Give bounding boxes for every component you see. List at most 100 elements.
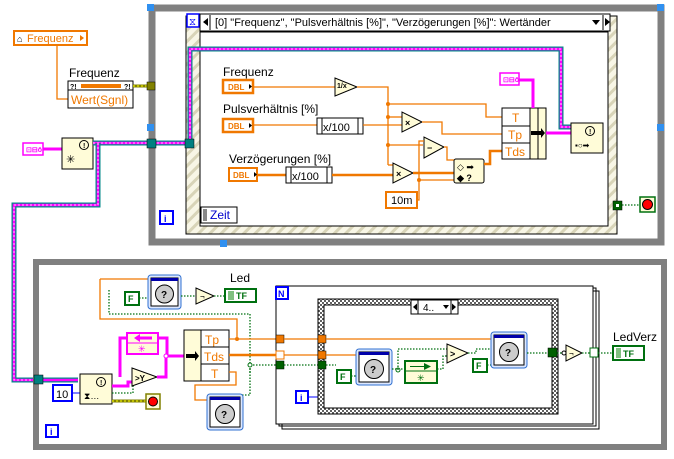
frequenz-reference[interactable]: ⌂ Frequenz — [13, 30, 88, 46]
ledverz-indicator[interactable]: TF — [612, 345, 645, 361]
case-increment-icon[interactable] — [452, 303, 456, 311]
elapsed-time-vi-2[interactable]: ? — [206, 393, 244, 431]
not-function-2[interactable]: ¬ — [565, 344, 584, 362]
multiply-function-1[interactable]: × — [401, 111, 424, 133]
percent-subvi-1[interactable]: x/100 — [316, 117, 364, 135]
false-constant-1[interactable]: F — [124, 291, 140, 306]
case-selector[interactable] — [410, 299, 459, 315]
timeout-label: Zeit — [210, 208, 231, 222]
for-iteration-label: i — [300, 393, 303, 403]
bottom-while-loop[interactable] — [33, 259, 667, 450]
register-events-node[interactable]: ! ✳ — [61, 137, 94, 170]
svg-text:x/100: x/100 — [323, 122, 350, 134]
elapsed-time-vi-3[interactable]: ? — [355, 348, 393, 386]
event-case-selector[interactable] — [199, 13, 611, 32]
reference-arrow-icon — [80, 35, 84, 41]
false-constant-3[interactable]: F — [472, 358, 488, 373]
svg-text:⌂: ⌂ — [17, 34, 22, 44]
timeout-terminal-bar — [203, 209, 207, 221]
timeout-terminal[interactable] — [200, 206, 238, 224]
loop-corner-marker — [147, 124, 154, 131]
stop-button-top[interactable] — [639, 196, 656, 213]
timeout-constant[interactable]: 10 — [52, 384, 73, 402]
svg-text:⊡⊟ō: ⊡⊟ō — [503, 77, 519, 84]
svg-text:×: × — [405, 118, 410, 128]
led-indicator[interactable]: TF — [224, 288, 257, 303]
false-constant-2[interactable]: F — [336, 369, 352, 384]
svg-text:TF: TF — [236, 291, 247, 301]
svg-text:10: 10 — [56, 389, 68, 401]
subtract-function[interactable]: − — [423, 136, 446, 159]
feedback-node[interactable]: ✳ — [404, 360, 438, 384]
control-label-frequenz: Frequenz — [223, 65, 274, 79]
svg-text:−: − — [427, 143, 432, 153]
svg-text:◆ ?: ◆ ? — [456, 173, 472, 183]
elapsed-time-vi-4[interactable]: ? — [490, 331, 528, 369]
ledverz-label: LedVerz — [613, 330, 657, 344]
svg-text:◇ ➡: ◇ ➡ — [457, 162, 474, 172]
svg-text:?: ? — [161, 290, 167, 301]
constant-10m[interactable]: 10m — [385, 191, 418, 209]
reciprocal-function[interactable]: 1/x — [334, 77, 359, 97]
elapsed-time-vi-1[interactable]: ? — [147, 274, 182, 310]
svg-text:✳: ✳ — [417, 373, 425, 383]
bundle-by-name[interactable]: T Tp Tds — [501, 107, 547, 160]
bundle-term-t: T — [512, 111, 520, 125]
top-while-loop[interactable] — [147, 4, 665, 247]
case-decrement-icon[interactable] — [413, 303, 417, 311]
stop-indicator-bottom[interactable] — [145, 393, 161, 410]
loop-corner-marker — [657, 124, 664, 131]
svg-text:?: ? — [370, 365, 376, 376]
svg-text:?: ? — [221, 410, 227, 421]
svg-text:×: × — [396, 169, 401, 179]
svg-text:⧖: ⧖ — [189, 17, 196, 28]
svg-text:?!: ?! — [70, 84, 77, 91]
unbundle-by-name[interactable]: Tp Tds T — [183, 329, 230, 382]
case-dropdown-icon[interactable] — [443, 305, 449, 309]
percent-subvi-2[interactable]: x/100 — [285, 166, 333, 184]
wait-on-event-node[interactable]: ! ⧗… — [79, 373, 113, 405]
unbundle-term-t: T — [211, 367, 219, 381]
count-label: N — [278, 289, 285, 299]
selector-decrement-icon[interactable] — [203, 18, 208, 26]
svg-text:DBL: DBL — [228, 83, 245, 92]
control-verzoegerungen[interactable]: DBL — [228, 167, 258, 182]
hourglass-icon — [186, 13, 200, 28]
iteration-terminal-bottom — [45, 424, 59, 438]
multiply-function-2[interactable]: × — [392, 162, 415, 184]
svg-text:10m: 10m — [391, 195, 412, 207]
user-event-constant[interactable]: ⊡⊟ō — [22, 142, 44, 156]
user-event-constant-inner[interactable]: ⊡⊟ō — [499, 72, 520, 86]
selector-dropdown-icon[interactable] — [592, 20, 600, 25]
unbundle-term-tp: Tp — [205, 333, 219, 347]
case-tunnel — [317, 334, 327, 344]
bundle-term-tp: Tp — [508, 128, 522, 142]
control-pulsverhaeltnis[interactable]: DBL — [221, 117, 255, 134]
selector-increment-icon[interactable] — [605, 18, 610, 26]
property-node[interactable]: ?! ?! Wert(Sgnl) — [67, 80, 134, 109]
not-function-1[interactable]: ¬ — [195, 287, 216, 305]
svg-text:▪○➡: ▪○➡ — [575, 141, 590, 150]
indexing-tunnel — [589, 347, 599, 358]
count-terminal — [275, 286, 289, 300]
control-frequenz[interactable]: DBL — [221, 78, 255, 95]
event-tunnel — [184, 138, 195, 149]
svg-text:x/100: x/100 — [292, 171, 319, 183]
event-registration-wire — [11, 46, 572, 383]
svg-text:TF: TF — [623, 349, 634, 359]
event-data-register[interactable]: ✳ — [126, 332, 159, 355]
select-event-data[interactable]: >Y — [131, 367, 159, 387]
case-output-tunnel — [547, 347, 558, 358]
generate-user-event-node[interactable]: ! ▪○➡ — [570, 122, 604, 154]
tunnel-tp — [275, 334, 285, 344]
tunnel-tds — [275, 350, 285, 360]
reference-label: Frequenz — [27, 33, 73, 45]
svg-text:?: ? — [505, 348, 511, 359]
control-label-verzoegerungen: Verzögerungen [%] — [229, 152, 331, 166]
select-function[interactable]: ◇ ➡ ◆ ? — [453, 158, 485, 184]
property-node-label: Frequenz — [69, 66, 120, 80]
greater-than-function[interactable]: > — [446, 343, 470, 364]
svg-text:!: ! — [100, 380, 102, 387]
property-name: Wert(Sgnl) — [71, 93, 128, 107]
